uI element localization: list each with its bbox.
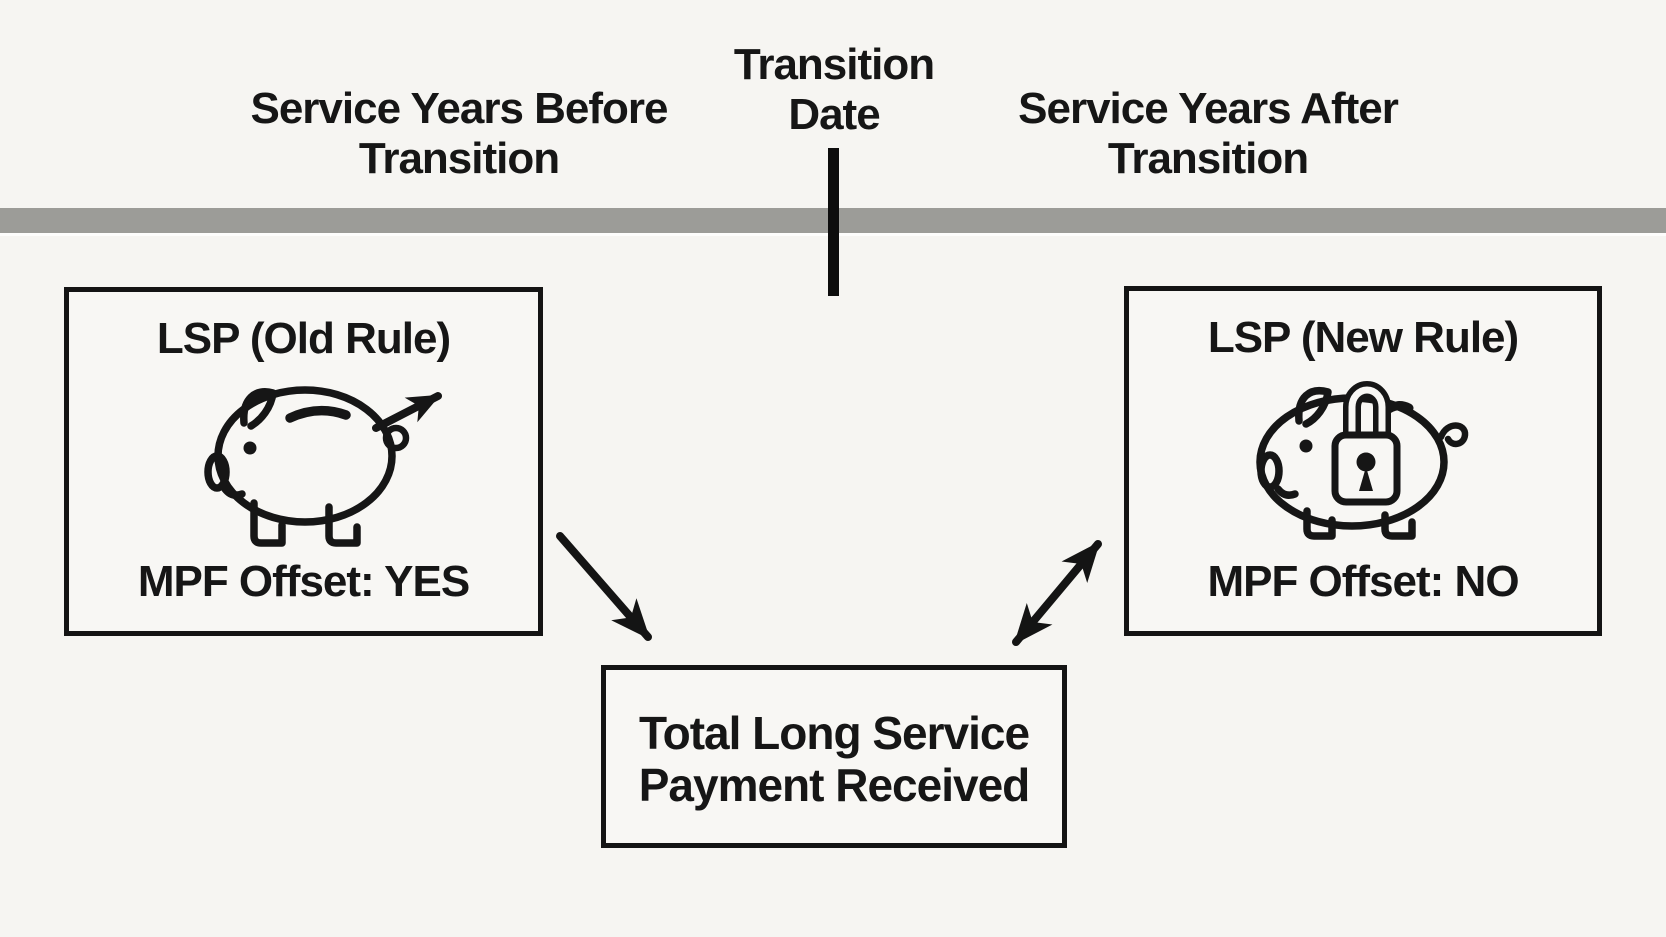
heading-before-line2: Transition xyxy=(358,134,560,183)
total-line2: Payment Received xyxy=(638,758,1031,811)
new-rule-mpf-offset-label: MPF Offset: NO xyxy=(1207,557,1519,606)
lsp-old-rule-box: LSP (Old Rule) xyxy=(64,287,543,636)
heading-date-line2: Date xyxy=(788,90,880,139)
heading-date-line1: Transition xyxy=(733,40,935,89)
arrow-new-rule-to-total-double xyxy=(1012,540,1102,646)
padlock-keyhole xyxy=(1356,452,1376,472)
total-lsp-received-box: Total Long Service Payment Received xyxy=(601,665,1067,848)
lsp-new-rule-box: LSP (New Rule) xyxy=(1124,286,1602,636)
pig-eye xyxy=(1299,439,1313,453)
heading-after-line1: Service Years After xyxy=(1018,84,1399,133)
heading-transition-date: Transition Date xyxy=(684,40,984,140)
new-rule-title: LSP (New Rule) xyxy=(1207,313,1519,362)
piggy-bank-money-out-icon xyxy=(204,386,442,547)
old-rule-mpf-offset-label: MPF Offset: YES xyxy=(137,557,470,606)
transition-date-marker xyxy=(828,148,839,296)
heading-before-line1: Service Years Before xyxy=(250,84,668,133)
heading-after-line2: Transition xyxy=(1107,134,1309,183)
heading-service-years-after: Service Years After Transition xyxy=(968,84,1448,184)
heading-service-years-before: Service Years Before Transition xyxy=(219,84,699,184)
piggy-bank-locked-icon xyxy=(1256,381,1469,540)
pig-eye xyxy=(243,441,257,455)
arrow-old-rule-to-total xyxy=(556,532,652,641)
old-rule-title: LSP (Old Rule) xyxy=(156,314,451,363)
total-line1: Total Long Service xyxy=(638,706,1030,759)
